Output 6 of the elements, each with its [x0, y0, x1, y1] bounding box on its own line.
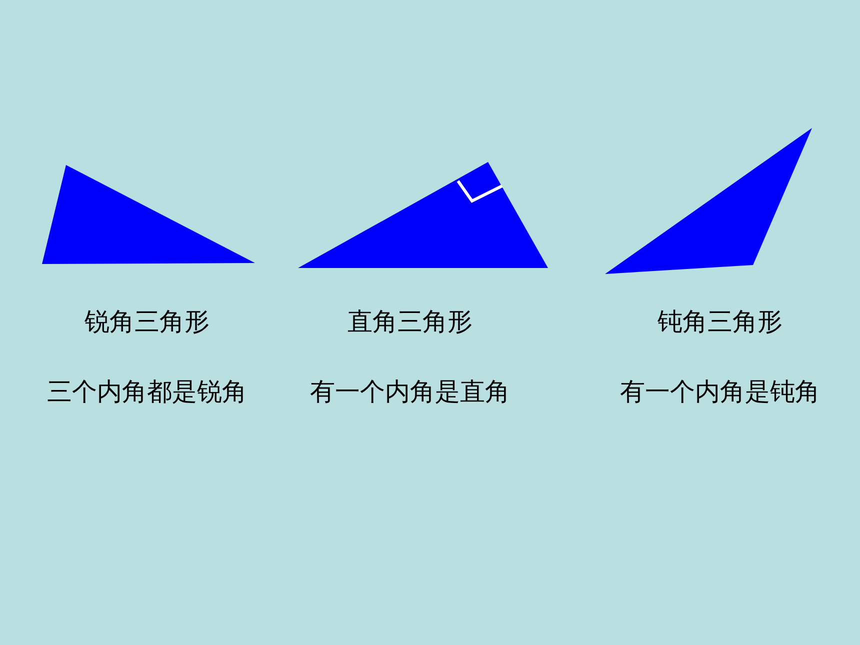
triangle-description: 三个内角都是锐角 [47, 377, 247, 407]
triangle-name: 钝角三角形 [658, 307, 782, 337]
triangle-name: 直角三角形 [348, 307, 472, 337]
triangle-description: 有一个内角是直角 [310, 377, 510, 407]
triangle-description: 有一个内角是钝角 [620, 377, 820, 407]
triangle-name: 锐角三角形 [84, 307, 210, 337]
